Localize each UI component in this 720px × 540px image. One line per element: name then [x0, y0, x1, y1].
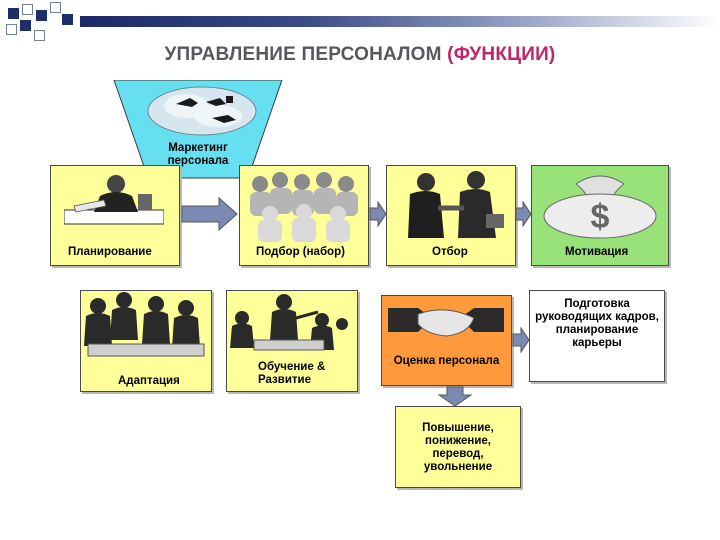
cloud-jumpers-icon [147, 86, 257, 136]
label-selection: Подбор (набор) [256, 246, 345, 258]
label-training: Обучение & Развитие [258, 361, 326, 386]
money-bag-icon: $ [543, 175, 657, 239]
label-marketing: Маркетинг персонала [167, 142, 229, 167]
arrow-selection-screening [369, 201, 387, 227]
presentation-icon [230, 294, 348, 351]
handshake-icon [388, 308, 504, 337]
arrow-planning-selection [181, 197, 238, 231]
node-career-moves [395, 406, 521, 488]
arrow-evaluation-career [438, 386, 472, 407]
label-screening: Отбор [432, 246, 468, 258]
crowd-icon [250, 172, 358, 242]
arrow-evaluation-leadership [512, 327, 530, 353]
title-accent: (ФУНКЦИИ) [447, 44, 556, 65]
label-leadership: Подготовка руководящих кадров, планирова… [535, 298, 659, 349]
svg-text:$: $ [591, 198, 610, 236]
label-planning: Планирование [68, 246, 152, 258]
meeting-table-icon [84, 292, 205, 357]
label-motivation: Мотивация [565, 246, 629, 258]
page-title: УПРАВЛЕНИЕ ПЕРСОНАЛОМ (ФУНКЦИИ) [0, 44, 720, 66]
arrow-screening-motivation [515, 201, 532, 227]
handshake-people-icon [408, 171, 504, 238]
corner-decoration [0, 0, 120, 50]
label-adaptation: Адаптация [118, 375, 180, 387]
businessman-desk-icon [64, 175, 164, 225]
label-evaluation: Оценка персонала [393, 355, 500, 367]
node-leadership [529, 290, 665, 382]
header-bar [80, 16, 720, 27]
title-main: УПРАВЛЕНИЕ ПЕРСОНАЛОМ [164, 44, 442, 65]
label-career-moves: Повышение, понижение, перевод, увольнени… [422, 422, 494, 473]
